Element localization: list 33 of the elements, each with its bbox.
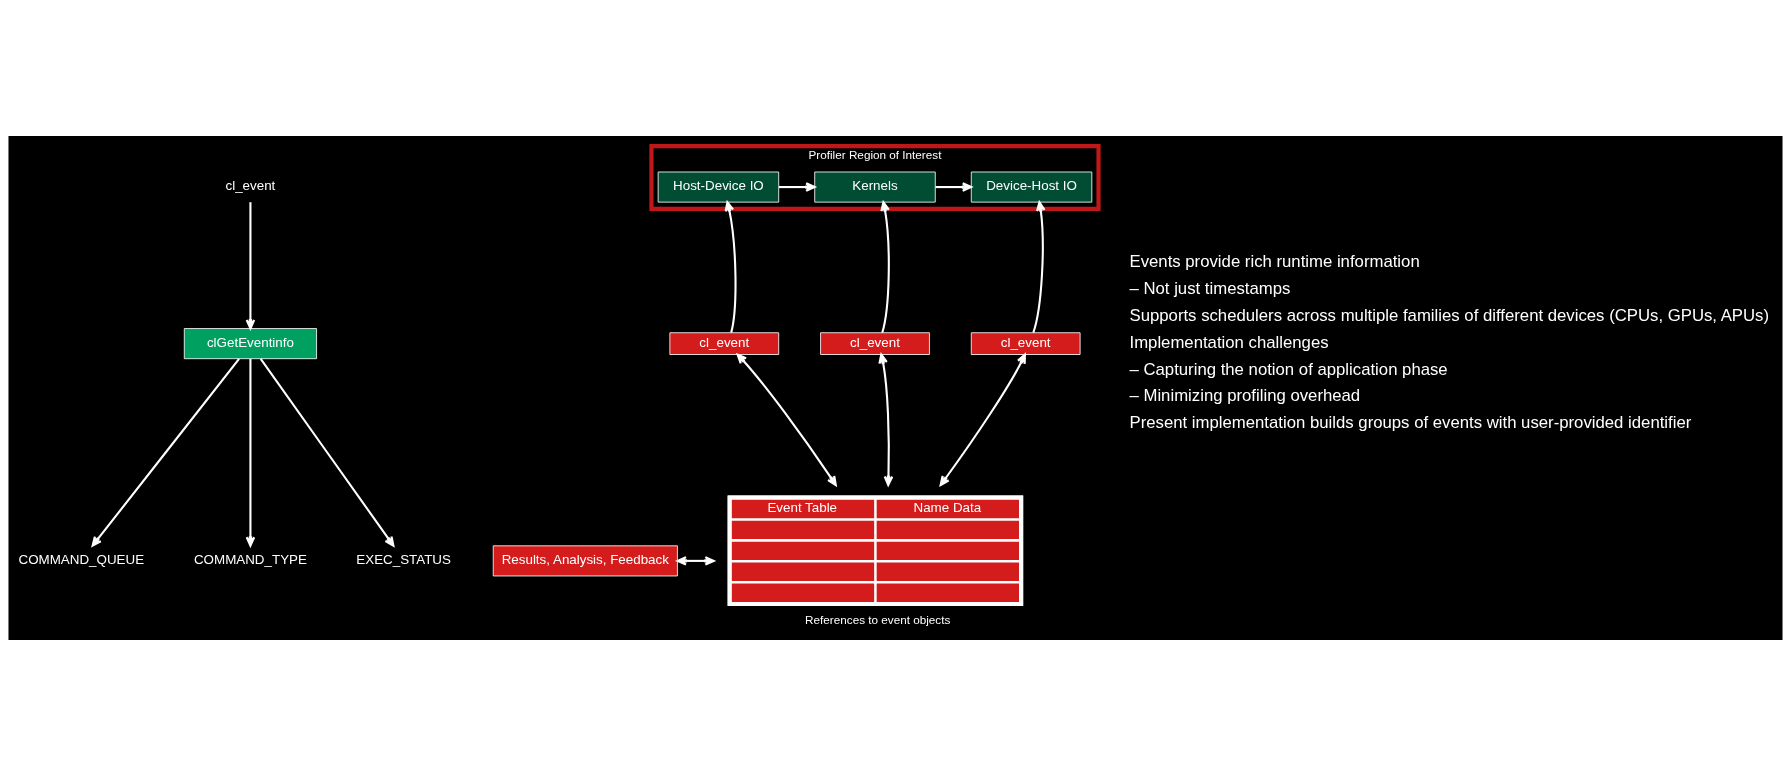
- label: – Minimizing profiling overhead: [1129, 385, 1361, 405]
- label: – Capturing the notion of application phase: [1129, 359, 1448, 379]
- node-box: Results, Analysis, Feedback: [492, 544, 678, 576]
- arrow: [939, 353, 1026, 486]
- arrow: [880, 200, 890, 333]
- node-text: COMMAND_TYPE: [193, 551, 307, 567]
- node-box: Kernels: [814, 171, 936, 203]
- label: Supports schedulers across multiple families of different devices (CPUs, GPUs, APUs): [1129, 305, 1770, 325]
- arrow: [259, 357, 395, 547]
- arrow: [724, 200, 737, 333]
- node-text: cl_event: [225, 177, 276, 193]
- arrow: [878, 353, 894, 486]
- arrow: [779, 181, 816, 192]
- node-label: References to event objects: [805, 612, 951, 626]
- node-box: cl_event: [820, 331, 930, 355]
- label: – Not just timestamps: [1129, 278, 1291, 298]
- node-text: COMMAND_QUEUE: [18, 551, 145, 567]
- label: Present implementation builds groups of events with user-provided identifier: [1129, 412, 1692, 432]
- node-box: cl_event: [669, 331, 780, 355]
- label: Implementation challenges: [1129, 332, 1329, 352]
- node-box: Device-Host IO: [970, 171, 1093, 203]
- arrow: [91, 357, 240, 547]
- arrow: [245, 358, 256, 547]
- node-text: EXEC_STATUS: [356, 551, 451, 567]
- arrow: [736, 353, 837, 486]
- node-box: Host-Device IO: [657, 171, 780, 203]
- node-box: clGetEventinfo: [183, 327, 317, 359]
- arrow: [1032, 200, 1046, 333]
- arrow: [245, 201, 256, 330]
- arrow: [935, 181, 973, 192]
- node-box: cl_event: [970, 331, 1081, 355]
- label: Events provide rich runtime information: [1129, 251, 1420, 271]
- arrow: [676, 555, 715, 566]
